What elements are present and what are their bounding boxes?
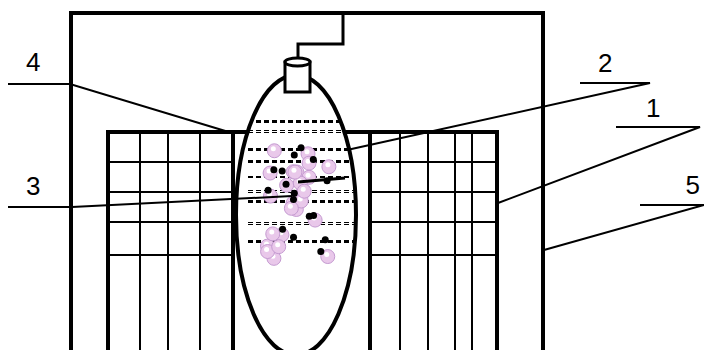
particle-core: [301, 187, 306, 192]
dot: [265, 187, 272, 194]
particle-core: [324, 252, 329, 257]
particle: [302, 156, 316, 170]
dotted-row: [245, 120, 355, 123]
particle-core: [291, 168, 296, 173]
grid-line: [399, 132, 401, 350]
probe: [298, 178, 345, 182]
particle-core: [264, 247, 269, 252]
dot: [290, 196, 297, 203]
vessel-contents: [245, 120, 358, 265]
grid-line: [199, 132, 201, 350]
grid-line: [370, 191, 497, 193]
dot: [270, 166, 277, 173]
grid-line: [108, 254, 233, 256]
particle-core: [275, 242, 280, 247]
particle: [280, 178, 294, 192]
particle-core: [271, 146, 276, 151]
grid-line: [108, 221, 233, 223]
grid-line: [454, 132, 456, 350]
callout-number: 5: [686, 172, 700, 198]
particle-core: [325, 162, 330, 167]
particle: [267, 144, 281, 158]
dot: [279, 168, 286, 175]
grid-line: [471, 132, 473, 350]
particle-core: [288, 204, 293, 209]
dot: [317, 248, 324, 255]
particle: [266, 227, 280, 241]
particle: [272, 240, 286, 254]
dot: [298, 144, 305, 151]
particle: [297, 184, 311, 198]
grid-line: [370, 161, 497, 163]
grid-line: [139, 132, 141, 350]
dot: [279, 226, 286, 233]
callout-number: 3: [26, 173, 40, 199]
dot: [283, 181, 290, 188]
particle-core: [306, 173, 311, 178]
grid-line: [167, 132, 169, 350]
particle: [263, 166, 277, 180]
callout-number: 2: [598, 50, 612, 76]
grid-line: [370, 254, 497, 256]
dot: [290, 234, 297, 241]
grid-line: [108, 161, 233, 163]
particle: [288, 165, 302, 179]
grid-line: [108, 191, 233, 193]
wire: [298, 13, 343, 58]
particle-core: [269, 229, 274, 234]
dotted-row: [248, 130, 358, 133]
callout-number: 1: [646, 95, 660, 121]
dot: [322, 236, 329, 243]
grid-line: [370, 221, 497, 223]
callout-number: 4: [26, 49, 40, 75]
particle-core: [306, 159, 311, 164]
leader-lines: [8, 83, 704, 250]
grid-line: [427, 132, 429, 350]
particle-core: [305, 149, 310, 154]
dot: [310, 212, 317, 219]
dot: [310, 156, 317, 163]
dot: [291, 151, 298, 158]
dotted-row: [248, 222, 358, 225]
particle: [322, 160, 336, 174]
reaction-vessel: [236, 75, 356, 350]
particle: [284, 201, 298, 215]
